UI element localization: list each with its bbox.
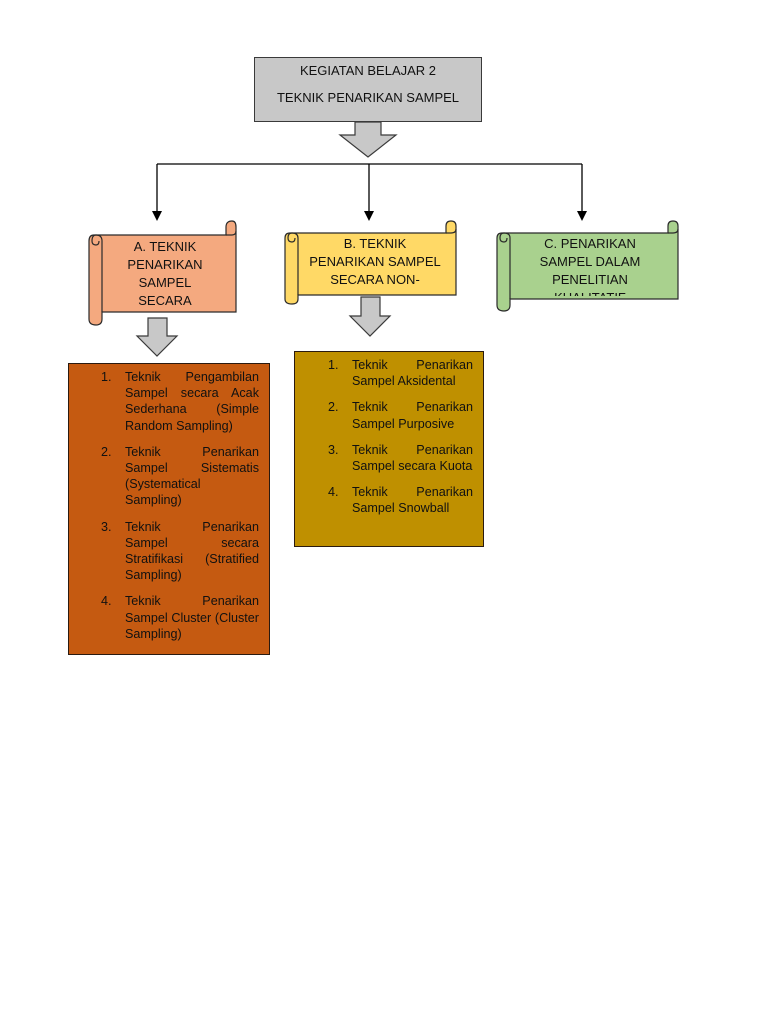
scroll-branch-a-label: A. TEKNIK PENARIKAN SAMPEL SECARA — [127, 239, 203, 308]
list-a-item: 4.Teknik Penarikan Sampel Cluster (Clust… — [101, 594, 259, 641]
list-box-b: 1.Teknik Penarikan Sampel Aksidental 2.T… — [294, 351, 484, 547]
branch-arrowhead-c — [577, 211, 587, 221]
branch-a-down-arrow — [135, 317, 179, 357]
scroll-shape-b — [284, 220, 457, 305]
title-down-arrow — [338, 121, 398, 158]
branch-b-down-arrow — [348, 296, 392, 337]
branch-arrowhead-a — [152, 211, 162, 221]
branch-arrowhead-b — [364, 211, 374, 221]
list-a-item: 1.Teknik Pengambilan Sampel secara Acak … — [101, 370, 259, 433]
list-box-a: 1.Teknik Pengambilan Sampel secara Acak … — [68, 363, 270, 655]
scroll-branch-c-label: C. PENARIKAN SAMPEL DALAM PENELITIAN KUA… — [539, 236, 641, 296]
list-b-item: 2.Teknik Penarikan Sampel Purposive — [328, 400, 473, 431]
list-b-item: 1.Teknik Penarikan Sampel Aksidental — [328, 358, 473, 389]
list-b-item: 4.Teknik Penarikan Sampel Snowball — [328, 485, 473, 516]
list-a-item: 2.Teknik Penarikan Sampel Sistematis (Sy… — [101, 444, 259, 508]
scroll-branch-b: B. TEKNIK PENARIKAN SAMPEL SECARA NON- — [282, 219, 460, 305]
main-title-line1: KEGIATAN BELAJAR 2 — [299, 63, 437, 78]
scroll-branch-b-label: B. TEKNIK PENARIKAN SAMPEL SECARA NON- — [309, 236, 441, 287]
list-b-item: 3.Teknik Penarikan Sampel secara Kuota — [328, 442, 473, 474]
main-title-line2: TEKNIK PENARIKAN SAMPEL — [276, 90, 460, 105]
scroll-shape-c — [496, 220, 679, 312]
scroll-branch-a: A. TEKNIK PENARIKAN SAMPEL SECARA — [86, 219, 238, 329]
list-a: 1.Teknik Pengambilan Sampel secara Acak … — [101, 369, 259, 642]
list-b: 1.Teknik Penarikan Sampel Aksidental 2.T… — [328, 357, 473, 517]
list-a-item: 3.Teknik Penarikan Sampel secara Stratif… — [101, 519, 259, 583]
main-title-box: KEGIATAN BELAJAR 2 TEKNIK PENARIKAN SAMP… — [254, 57, 482, 122]
scroll-shape-a — [88, 220, 237, 326]
scroll-branch-c: C. PENARIKAN SAMPEL DALAM PENELITIAN KUA… — [494, 219, 682, 313]
